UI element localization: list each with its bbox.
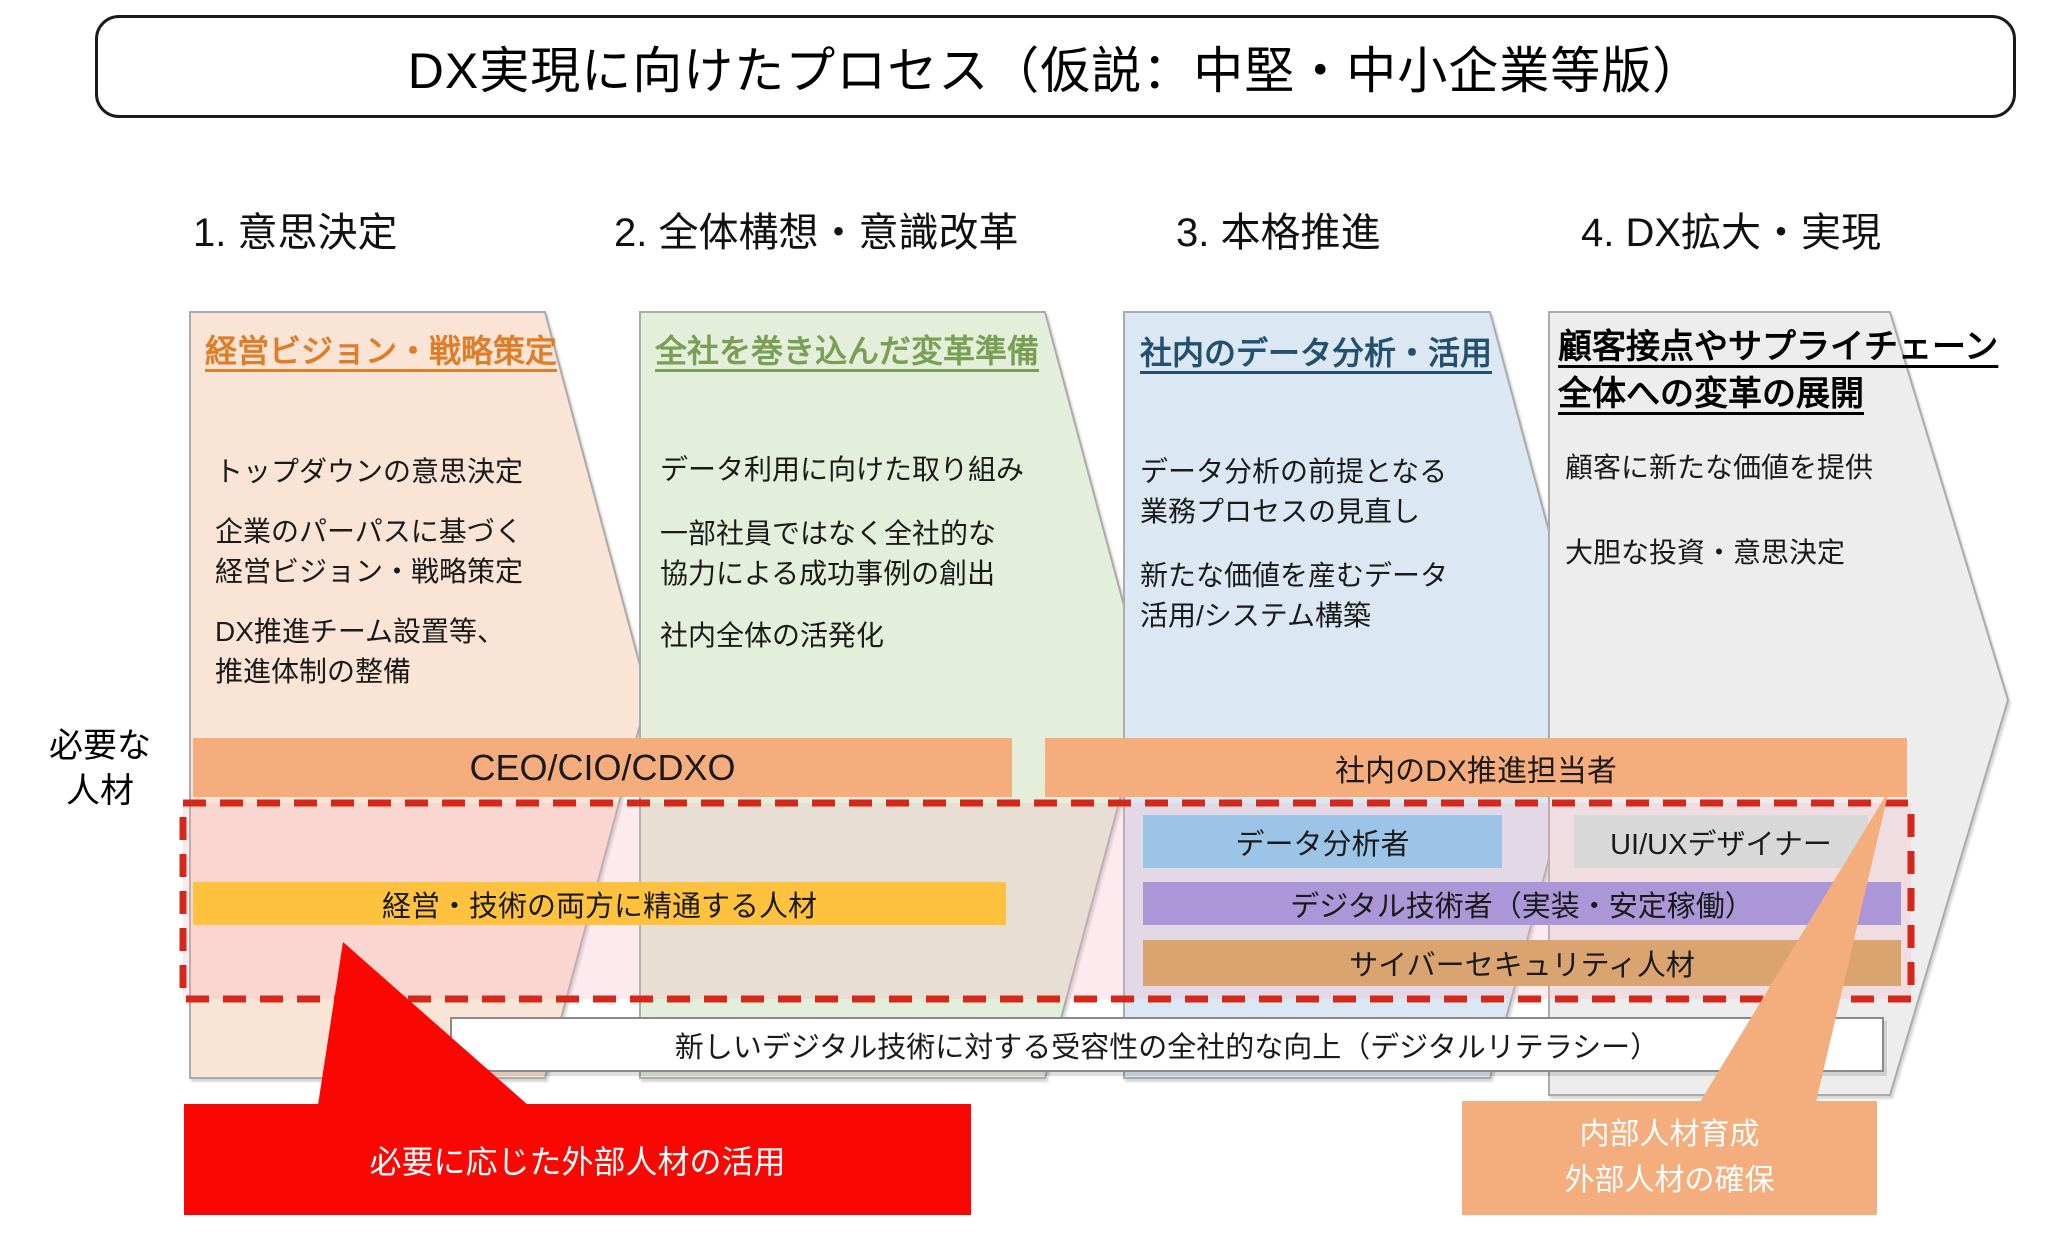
internal-callout-label: 内部人材育成 外部人材の確保 [1564,1118,1775,1197]
phase1-paragraph-3: DX推進チーム設置等、 推進体制の整備 [215,616,506,687]
external-callout-label: 必要に応じた外部人材の活用 [369,1143,786,1180]
data-analyst-bar: データ分析者 [1143,815,1502,868]
ceo-cio-cdxo-label: CEO/CIO/CDXO [469,746,736,788]
biz-tech-talent-bar: 経営・技術の両方に精通する人材 [193,882,1006,925]
uiux-designer-label: UI/UXデザイナー [1610,828,1832,861]
cyber-security-bar: サイバーセキュリティ人材 [1143,940,1901,986]
digital-literacy-bar: 新しいデジタル技術に対する受容性の全社的な向上（デジタルリテラシー） [450,1017,1884,1072]
phase-step-4: 4. DX拡大・実現 [1581,211,1882,255]
phase4-paragraph-1: 顧客に新たな価値を提供 [1565,452,1874,483]
internal-callout-box: 内部人材育成 外部人材の確保 [1462,1101,1877,1215]
uiux-designer-bar: UI/UXデザイナー [1574,815,1868,868]
phase1-paragraph-1: トップダウンの意思決定 [215,456,524,487]
phase-step-3: 3. 本格推進 [1176,211,1381,255]
phase3-paragraph-2: 新たな価値を産むデータ 活用/システム構築 [1140,560,1449,631]
biz-tech-talent-label: 経営・技術の両方に精通する人材 [381,890,817,923]
phase2-paragraph-3: 社内全体の活発化 [660,620,885,651]
digital-engineer-bar: デジタル技術者（実装・安定稼働） [1143,882,1901,925]
phase4-paragraph-2: 大胆な投資・意思決定 [1565,537,1846,568]
dx-lead-bar: 社内のDX推進担当者 [1045,738,1907,797]
cyber-security-label: サイバーセキュリティ人材 [1349,950,1695,982]
digital-engineer-label: デジタル技術者（実装・安定稼働） [1290,890,1754,923]
dx-lead-label: 社内のDX推進担当者 [1335,754,1617,788]
phase1-paragraph-2: 企業のパーパスに基づく 経営ビジョン・戦略策定 [215,516,524,587]
digital-literacy-label: 新しいデジタル技術に対する受容性の全社的な向上（デジタルリテラシー） [674,1031,1660,1064]
data-analyst-label: データ分析者 [1235,828,1410,861]
phase2-paragraph-1: データ利用に向けた取り組み [660,454,1025,485]
page-title: DX実現に向けたプロセス（仮説：中堅・中小企業等版） [407,42,1704,99]
required-people-label: 必要な 人材 [49,727,151,810]
phase3-paragraph-1: データ分析の前提となる 業務プロセスの見直し [1140,456,1448,527]
phase4-header: 顧客接点やサプライチェーン 全体への変革の展開 [1558,328,1999,413]
title-box: DX実現に向けたプロセス（仮説：中堅・中小企業等版） [95,15,2016,118]
phase2-paragraph-2: 一部社員ではなく全社的な 協力による成功事例の創出 [660,518,997,589]
phase-step-2: 2. 全体構想・意識改革 [614,211,1019,255]
phase3-header: 社内のデータ分析・活用 [1140,335,1493,371]
external-callout-box: 必要に応じた外部人材の活用 [184,1104,971,1215]
ceo-cio-cdxo-bar: CEO/CIO/CDXO [193,738,1012,797]
phase2-header: 全社を巻き込んだ変革準備 [655,333,1040,369]
phase-step-1: 1. 意思決定 [193,211,398,255]
phase1-header: 経営ビジョン・戦略策定 [205,333,558,369]
